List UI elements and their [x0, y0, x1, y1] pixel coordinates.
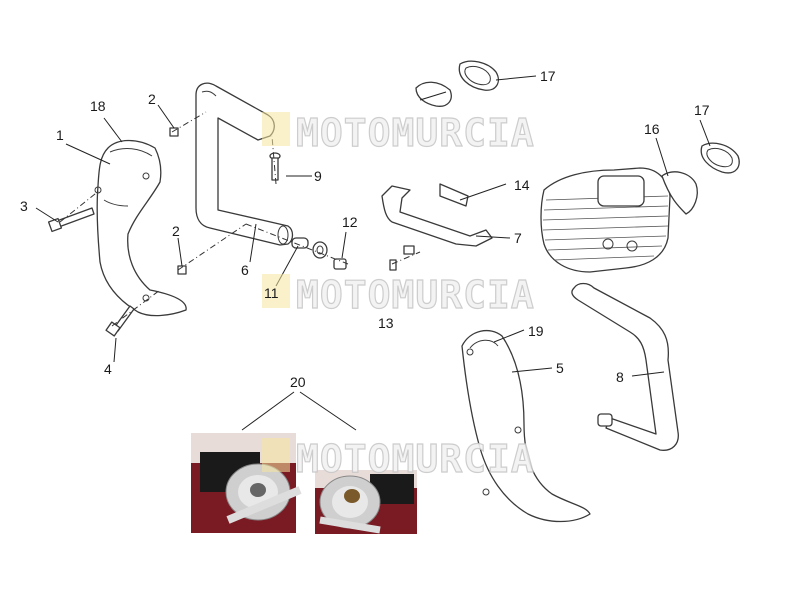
- callout-9: 9: [314, 168, 322, 184]
- photo-20-right: [315, 470, 417, 534]
- watermark-logo: MOTOMURCIA MOTOMURCIA MOTOMURCIA: [262, 110, 535, 482]
- side-cover-right: [461, 329, 591, 523]
- crash-bar-right: [571, 282, 679, 451]
- watermark-text: MOTOMURCIA: [296, 273, 535, 317]
- callout-2: 2: [148, 91, 156, 107]
- bolt-4: [105, 305, 135, 337]
- spacer-11: [291, 237, 309, 249]
- bracket-14: [439, 183, 469, 207]
- callout-13: 13: [378, 315, 394, 331]
- leader-lines: [35, 75, 711, 431]
- screws-13: [389, 245, 415, 271]
- callout-17: 17: [540, 68, 556, 84]
- callout-12: 12: [342, 214, 358, 230]
- callout-7: 7: [514, 230, 522, 246]
- callout-11: 11: [264, 285, 279, 301]
- engine-cylinder-head: [540, 167, 671, 273]
- gasket-17-right: [700, 142, 740, 174]
- callout-20: 20: [290, 374, 306, 390]
- side-cover-part: [94, 139, 187, 317]
- cover-16: [661, 171, 698, 215]
- watermark-text: MOTOMURCIA: [296, 437, 535, 481]
- callout-17: 17: [694, 102, 710, 118]
- callout-19: 19: [528, 323, 544, 339]
- callout-14: 14: [514, 177, 530, 193]
- callout-2: 2: [172, 223, 180, 239]
- callout-16: 16: [644, 121, 660, 137]
- bracket-7: [381, 185, 493, 247]
- callout-1: 1: [56, 127, 64, 143]
- bolt-3: [47, 207, 95, 233]
- washer-12: [312, 241, 347, 270]
- callout-3: 3: [20, 198, 28, 214]
- callout-18: 18: [90, 98, 106, 114]
- callout-4: 4: [104, 361, 112, 377]
- callout-6: 6: [241, 262, 249, 278]
- gasket-17-left: [458, 60, 499, 91]
- watermark-text: MOTOMURCIA: [296, 111, 535, 155]
- callout-8: 8: [616, 369, 624, 385]
- cover-part-left: [415, 81, 452, 107]
- callout-5: 5: [556, 360, 564, 376]
